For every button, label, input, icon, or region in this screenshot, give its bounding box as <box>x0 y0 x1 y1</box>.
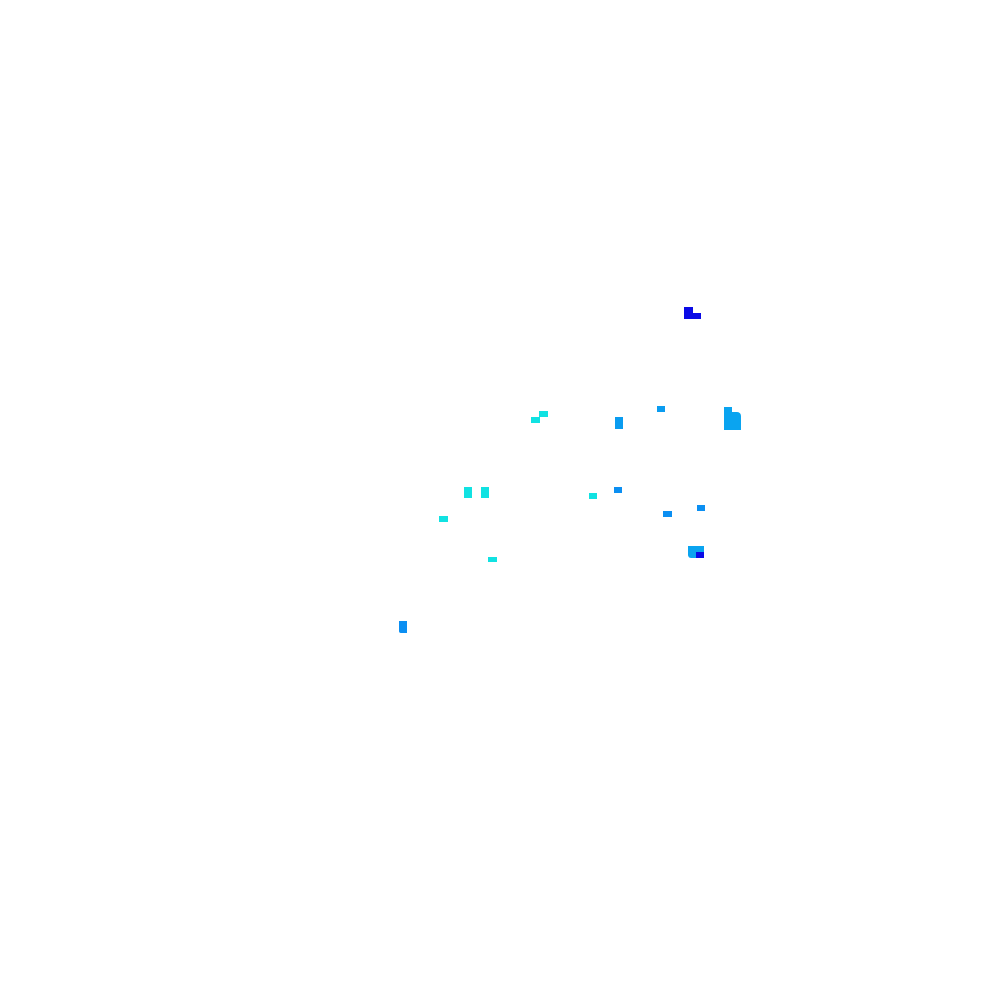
map-blob <box>539 411 548 417</box>
map-blob <box>399 621 407 633</box>
map-blob <box>464 487 472 498</box>
map-blob <box>657 406 665 412</box>
map-blob <box>724 412 741 430</box>
map-blob <box>684 307 693 319</box>
map-blob <box>663 511 672 517</box>
map-blob <box>692 313 701 319</box>
map-blob <box>531 417 540 423</box>
map-blob <box>481 487 489 498</box>
map-blob <box>688 546 704 552</box>
map-blob <box>688 551 697 558</box>
map-blob <box>589 493 597 499</box>
map-blob <box>697 505 705 511</box>
map-blob <box>614 487 622 493</box>
map-blob <box>724 407 732 413</box>
map-blob <box>488 557 497 562</box>
map-blob <box>439 516 448 522</box>
map-blob <box>696 552 704 558</box>
map-blob <box>615 417 623 429</box>
